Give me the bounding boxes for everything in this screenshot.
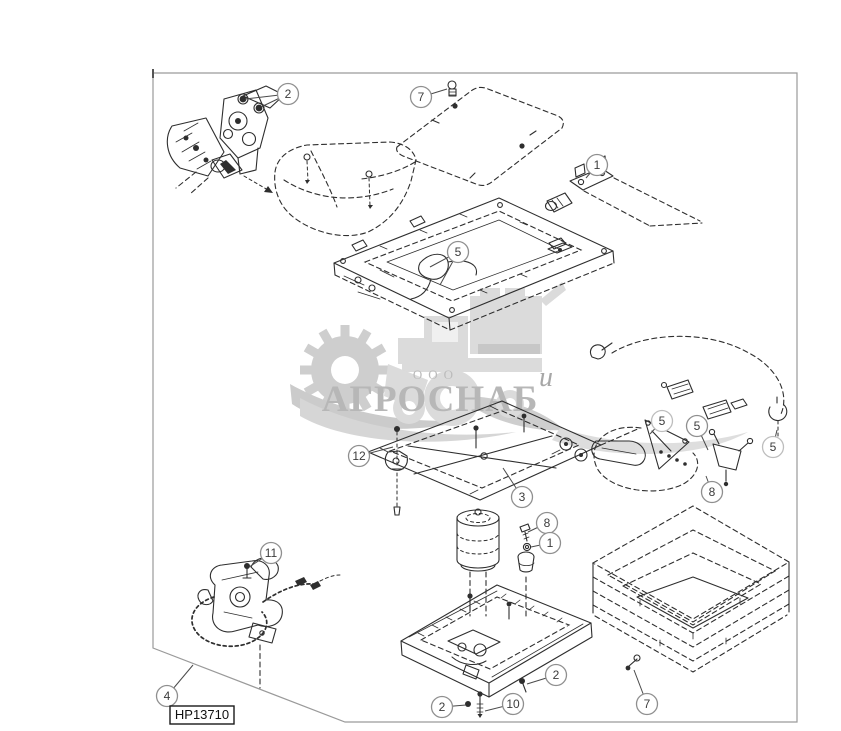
callout-number: 12 [352, 449, 366, 463]
watermark-gear-icon [300, 325, 390, 415]
cushion-screw [365, 170, 373, 209]
bolt-part-2 [519, 678, 527, 693]
screw-part-8 [519, 523, 531, 542]
callout-8-center: 8 [527, 511, 559, 535]
callout-balloon [544, 663, 568, 687]
suspension-frame [367, 400, 641, 516]
callout-7-top: 7 [409, 85, 448, 109]
wiring-harness [589, 335, 788, 492]
callout-7-bottom: 7 [633, 669, 659, 716]
callout-number: 7 [644, 697, 651, 711]
bolt-part-2 [465, 701, 471, 707]
watermark-company-name: АГРОСНАБ [322, 379, 539, 420]
callout-number: 1 [594, 158, 601, 172]
callout-number: 2 [553, 668, 560, 682]
callout-balloon [446, 240, 470, 264]
top-panel-cover [396, 80, 564, 187]
harness-connector [660, 379, 694, 400]
seat-pan-frame [333, 197, 615, 331]
callout-balloon [700, 480, 724, 504]
callout-4: 4 [155, 664, 194, 708]
image-id-label: HP13710 [169, 705, 235, 725]
bolt-part-12 [384, 426, 408, 516]
callout-number: 3 [519, 490, 526, 504]
callout-number: 10 [506, 697, 520, 711]
callout-number: 11 [265, 546, 278, 560]
callout-5-seat: 5 [429, 240, 470, 286]
callout-2-bottom-left: 2 [430, 695, 467, 719]
callout-number: 5 [770, 440, 777, 454]
control-valve-assembly [166, 85, 285, 195]
nut-part-1 [522, 542, 532, 552]
callout-number: 7 [418, 90, 425, 104]
callout-balloon [538, 531, 562, 555]
callout-10: 10 [484, 692, 525, 716]
clip-part-7 [625, 654, 641, 671]
callout-balloon [409, 85, 433, 109]
callout-2-top: 2 [244, 82, 300, 108]
watermark-company-prefix: ООО [413, 367, 459, 382]
callout-5-harness-left: 5 [649, 409, 674, 435]
callout-2-bottom-right: 2 [526, 663, 568, 687]
watermark: ООО АГРОСНАБ u [290, 282, 748, 455]
callout-number: 2 [439, 700, 446, 714]
callout-5-harness-right: 5 [761, 429, 785, 459]
callout-number: 4 [164, 689, 171, 703]
callout-3: 3 [502, 467, 534, 509]
cushion-screw [303, 153, 311, 184]
air-spring-cylinder [456, 508, 535, 619]
callout-8-harness: 8 [700, 475, 724, 504]
callout-12: 12 [347, 444, 394, 468]
image-id-box [169, 705, 235, 725]
harness-bracket [708, 428, 754, 487]
watermark-domain-letter: u [539, 362, 553, 393]
screw-part-11 [242, 563, 252, 579]
callout-balloon [635, 692, 659, 716]
callout-balloon [259, 541, 283, 565]
callout-1-center: 1 [530, 531, 562, 555]
callout-number: 2 [285, 87, 292, 101]
callout-1-right: 1 [585, 153, 609, 179]
callout-balloon [585, 153, 609, 177]
callout-number: 5 [455, 245, 462, 259]
callout-11: 11 [248, 541, 283, 568]
callout-number: 1 [547, 536, 554, 550]
bumper-stop [517, 551, 535, 619]
callout-balloon [155, 684, 179, 708]
callout-balloon [276, 82, 300, 106]
compressor-assembly [191, 557, 341, 689]
callout-number: 5 [694, 419, 701, 433]
callout-5-harness-mid: 5 [685, 414, 709, 451]
callout-number: 5 [659, 414, 666, 428]
callout-balloon [430, 695, 454, 719]
harness-connector [702, 398, 748, 420]
mounting-bracket [544, 155, 703, 227]
panel-screw-part-7 [447, 80, 457, 97]
callout-balloon [685, 414, 709, 438]
base-frame [400, 584, 593, 718]
suspension-bellows [591, 505, 791, 673]
callout-number: 8 [709, 485, 716, 499]
watermark-leaf [300, 398, 516, 442]
seat-cushion [274, 141, 417, 237]
callout-balloon [761, 435, 785, 459]
screw-part-10 [476, 691, 484, 718]
callout-balloon [501, 692, 525, 716]
border-frame [152, 69, 798, 723]
image-id-text: HP13710 [175, 707, 229, 722]
callout-balloon [347, 444, 371, 468]
callout-number: 8 [544, 516, 551, 530]
watermark-sickle-tail [552, 428, 748, 455]
callout-balloon [510, 485, 534, 509]
callout-balloon [650, 409, 674, 433]
